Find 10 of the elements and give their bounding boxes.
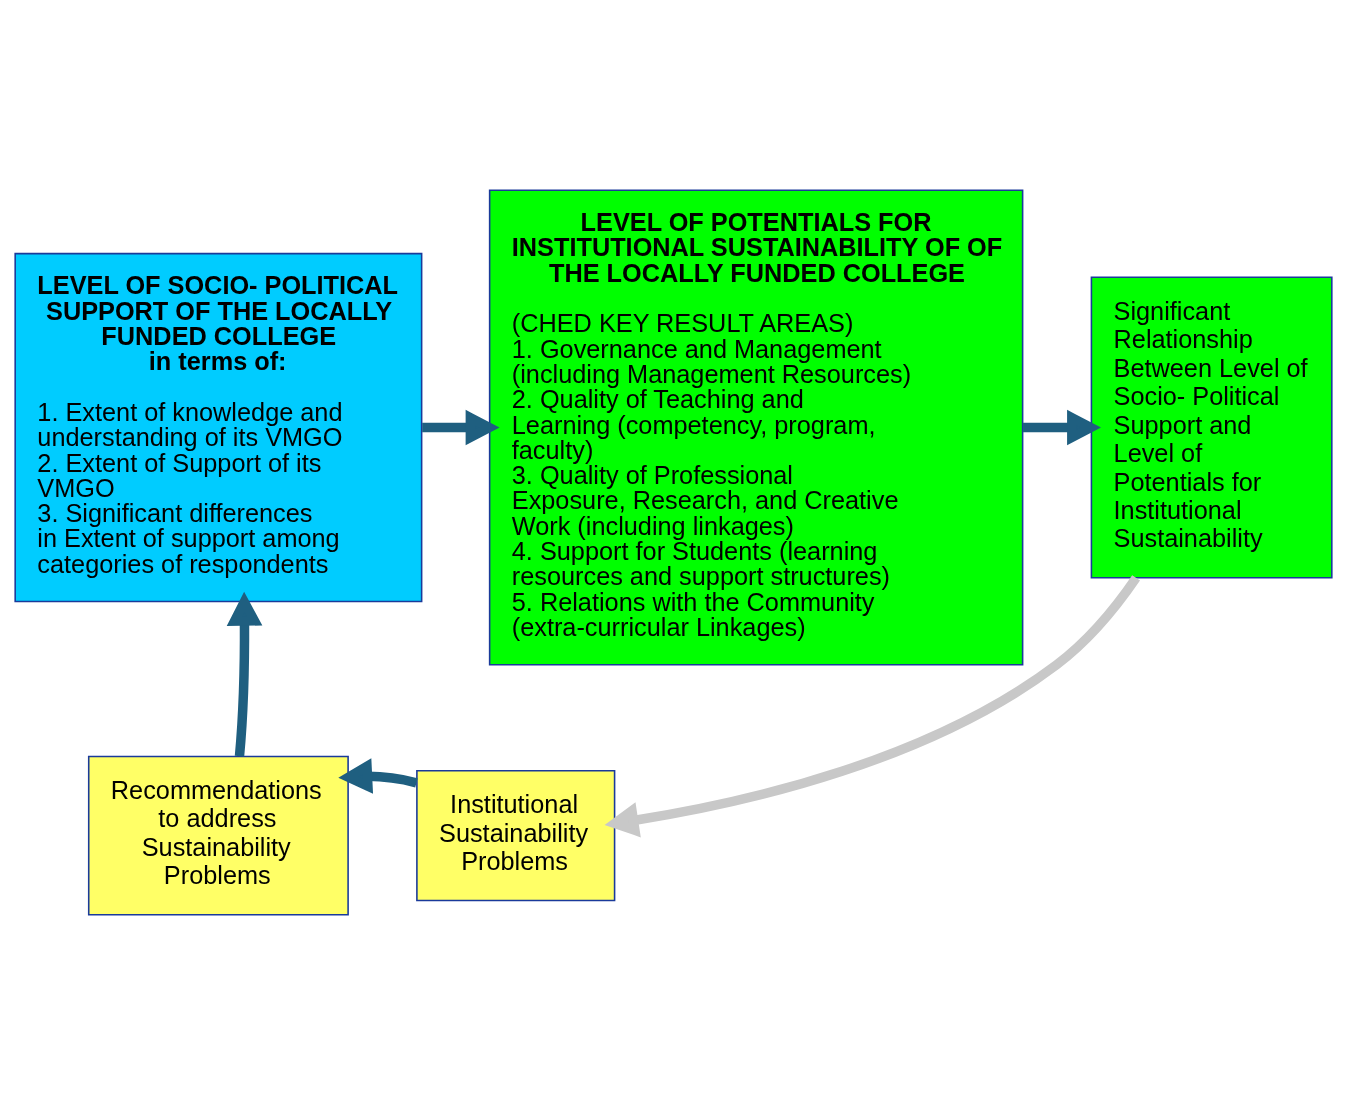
arrow — [1023, 409, 1101, 445]
node-box: LEVEL OF POTENTIALS FOR INSTITUTIONAL SUSTAINABILITY OF OF THE LOCALLY FUNDED COLLEGE (CHED KEY RESULT AREAS) 1. Governance and Management (including Management Resources) 2. Quality of Teaching and Learning (competency, program, faculty) 3. Quality of Professional Exposure, Research, and Creative Work (including linkages) 4. Support for Students (learning resources and support structures) 5. Relations with the Community (extra-curricular Linkages) — [488, 189, 1024, 666]
arrow — [604, 574, 1140, 837]
arrow — [422, 409, 500, 445]
node-box: LEVEL OF SOCIO- POLITICAL SUPPORT OF THE LOCALLY FUNDED COLLEGE in terms of: 1. Extent of knowledge and understanding of its VMGO 2. Extent of Support of its VMGO 3. Significant differences in Extent of support among categories of respondents — [14, 252, 423, 602]
arrow — [226, 591, 263, 757]
arrow — [338, 757, 418, 794]
node-box: Institutional Sustainability Problems — [416, 769, 616, 901]
node-box: Recommendations to address Sustainability Problems — [87, 755, 349, 915]
node-box: Significant Relationship Between Level of Socio- Political Support and Level of Potentials for Institutional Sustainability — [1090, 276, 1333, 579]
